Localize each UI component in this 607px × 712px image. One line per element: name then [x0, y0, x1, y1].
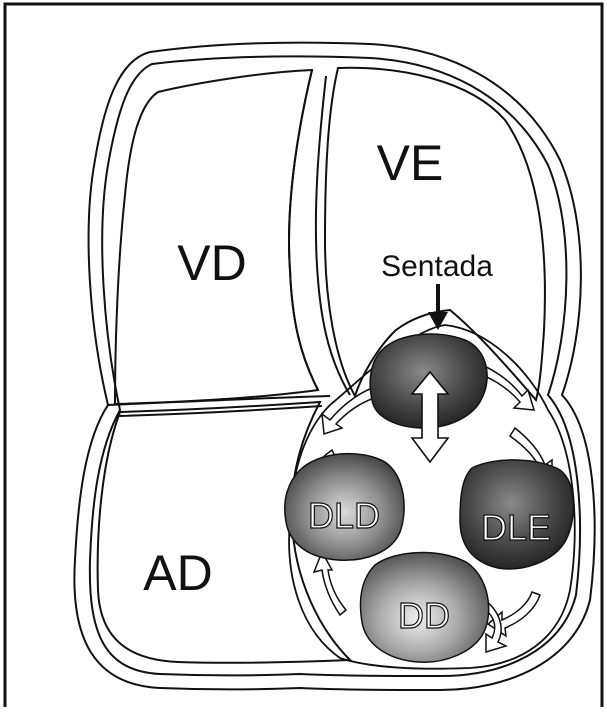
- label-dld: DLD: [308, 495, 380, 536]
- sentada-arrow: [428, 284, 448, 330]
- label-dd: DD: [398, 595, 450, 636]
- label-ve: VE: [377, 135, 444, 191]
- flow-arrow-top-left: [322, 388, 374, 434]
- label-sentada: Sentada: [381, 250, 493, 283]
- septum-line-right: [316, 76, 350, 395]
- label-dle: DLE: [481, 507, 551, 548]
- flow-arrow-bottom-left: [314, 552, 346, 615]
- septum-line-left: [289, 70, 318, 390]
- label-ad: AD: [143, 545, 212, 601]
- label-vd: VD: [177, 235, 246, 291]
